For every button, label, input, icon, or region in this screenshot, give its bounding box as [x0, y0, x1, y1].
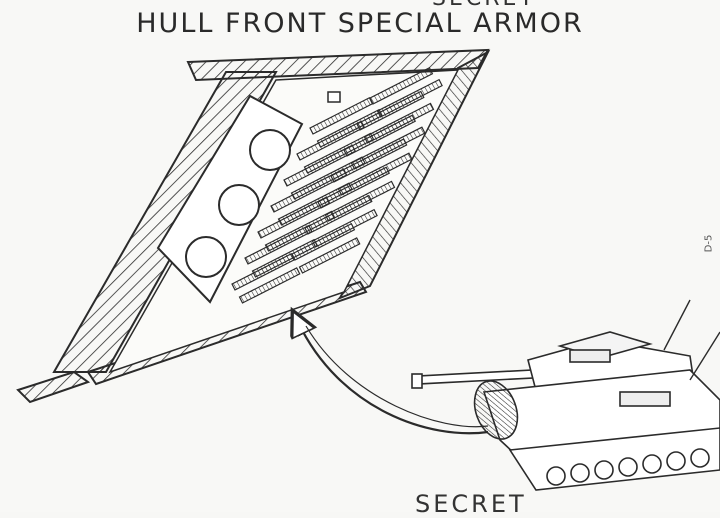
lower-plate [16, 370, 91, 404]
armor-cutaway [473, 380, 519, 440]
tank-illustration [411, 299, 720, 491]
armor-plate-array [231, 66, 443, 304]
classification-top: SECRET [432, 0, 536, 11]
armor-plate [369, 66, 434, 105]
armor-plate [330, 138, 408, 183]
armor-plate [343, 114, 417, 157]
road-wheels [546, 448, 710, 486]
armor-plate [356, 90, 425, 131]
perforation-hole [218, 184, 260, 226]
armor-plate [304, 194, 373, 235]
bolt-head [327, 91, 341, 103]
armor-plate [238, 267, 301, 304]
classification-bottom: SECRET [415, 490, 527, 518]
diagram-title: HULL FRONT SPECIAL ARMOR [136, 8, 584, 39]
page-number: D-5 [703, 234, 715, 253]
perforation-hole [185, 236, 227, 278]
armor-plate [291, 222, 356, 261]
perforation-hole [249, 129, 291, 171]
callout-arrow [298, 322, 489, 435]
armor-plate [317, 166, 391, 209]
armor-plate [298, 237, 361, 274]
